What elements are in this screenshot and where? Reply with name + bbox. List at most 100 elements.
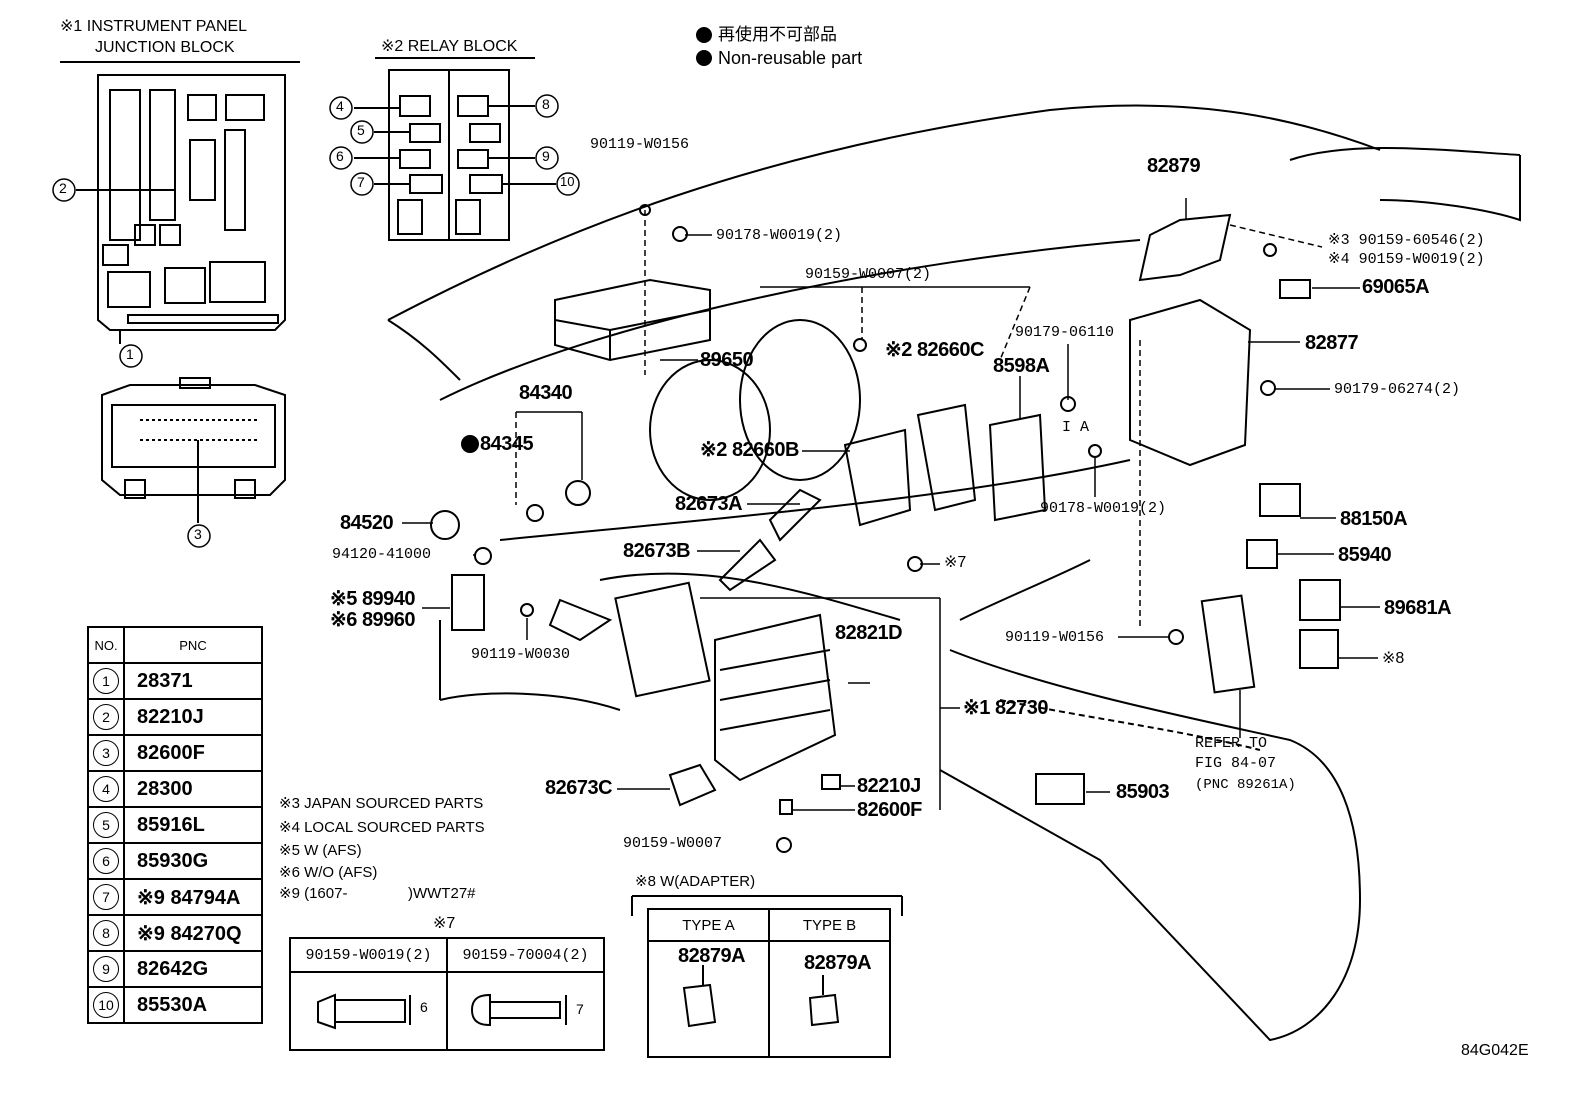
pnc-row-number-circle: 8 [93, 920, 119, 946]
callout-3: 3 [194, 526, 202, 542]
callout-4: 4 [336, 98, 344, 114]
pnc-row-value: 85916L [123, 806, 263, 844]
adapter-col-1: TYPE A [647, 908, 770, 942]
part-85940: 85940 [1338, 544, 1392, 566]
non-reusable-dot-icon [461, 435, 479, 453]
part-82673A: 82673A [675, 493, 743, 515]
callout-1: 1 [126, 346, 134, 362]
part-84520: 84520 [340, 512, 394, 534]
relay-block-drawing [354, 57, 556, 241]
mark-7: ※7 [944, 554, 967, 571]
part-90159-W0007: 90159-W0007 [623, 835, 723, 852]
part-90159-W0007-2: 90159-W0007(2) [805, 266, 932, 283]
adapter-col-2: TYPE B [768, 908, 891, 942]
part-82673B: 82673B [623, 540, 691, 562]
fastener-dim-1: 6 [420, 999, 428, 1015]
pnc-row-number: 1 [87, 662, 125, 700]
ip-junction-title-1: ※1 INSTRUMENT PANEL [60, 18, 248, 35]
part-82600F: 82600F [857, 799, 922, 821]
part-84345: 84345 [480, 433, 534, 455]
part-8598A: 8598A [993, 355, 1050, 377]
pnc-row-value: 85930G [123, 842, 263, 880]
pnc-row-number: 3 [87, 734, 125, 772]
note-9a: ※9 (1607- [279, 885, 348, 902]
fastener-col-2: 90159-70004(2) [446, 937, 605, 973]
legend-en: Non-reusable part [718, 48, 863, 68]
callout-8: 8 [542, 96, 550, 112]
ip-junction-title-2: JUNCTION BLOCK [95, 39, 235, 56]
part-89940: ※5 89940 [330, 588, 416, 610]
part-90179-06110: 90179-06110 [1015, 324, 1115, 341]
part-90178-W0019-top: 90178-W0019(2) [716, 227, 843, 244]
callout-9: 9 [542, 148, 550, 164]
note-3: ※3 JAPAN SOURCED PARTS [279, 795, 484, 812]
part-90159-60546: ※3 90159-60546(2) [1328, 232, 1485, 249]
pnc-row-number: 5 [87, 806, 125, 844]
legend-dot-icon [696, 50, 712, 66]
part-90159-W0019: ※4 90159-W0019(2) [1328, 251, 1485, 268]
part-82673C: 82673C [545, 777, 613, 799]
part-82877: 82877 [1305, 332, 1359, 354]
pnc-row: 7※9 84794A [87, 878, 263, 916]
callout-2: 2 [59, 180, 67, 196]
part-69065A: 69065A [1362, 276, 1430, 298]
refer-line-3: (PNC 89261A) [1195, 777, 1296, 793]
pnc-table-header-pnc: PNC [123, 626, 263, 664]
pnc-row-value: 28300 [123, 770, 263, 808]
pnc-row-value: 82600F [123, 734, 263, 772]
refer-line-1: REFER TO [1195, 735, 1268, 752]
pnc-row-number: 4 [87, 770, 125, 808]
label-IA: I A [1062, 419, 1090, 436]
dashboard-outline [387, 104, 1521, 1042]
callout-5: 5 [357, 122, 365, 138]
adapter-table: TYPE A TYPE B [647, 908, 891, 1058]
pnc-table-header-no: NO. [87, 626, 125, 664]
pnc-row-number: 6 [87, 842, 125, 880]
pnc-row-number-circle: 5 [93, 812, 119, 838]
pnc-row-number-circle: 6 [93, 848, 119, 874]
pnc-row-value: 28371 [123, 662, 263, 700]
pnc-row-number-circle: 3 [93, 740, 119, 766]
callout-circles [52, 94, 580, 548]
part-84340: 84340 [519, 382, 573, 404]
junction-block-drawing [60, 61, 300, 344]
pnc-row-value: ※9 84270Q [123, 914, 263, 952]
pnc-row-number-circle: 1 [93, 668, 119, 694]
part-82730: ※1 82730 [963, 697, 1049, 719]
legend-dot-icon [696, 27, 712, 43]
pnc-row-number: 7 [87, 878, 125, 916]
fastener-col-1: 90159-W0019(2) [289, 937, 448, 973]
pnc-row-number: 8 [87, 914, 125, 952]
fastener-dim-2: 7 [576, 1001, 584, 1017]
refer-line-2: FIG 84-07 [1195, 755, 1277, 772]
mark-8: ※8 [1382, 650, 1405, 667]
part-82821D: 82821D [835, 622, 903, 644]
part-90119-W0156-top: 90119-W0156 [590, 136, 690, 153]
callout-6: 6 [336, 148, 344, 164]
part-82210J: 82210J [857, 775, 921, 797]
fastener-table-title: ※7 [433, 915, 456, 932]
fastener-cell-2 [446, 971, 605, 1051]
pnc-row-value: ※9 84794A [123, 878, 263, 916]
adapter-part-2: 82879A [804, 952, 872, 974]
fastener-cell-1 [289, 971, 448, 1051]
pnc-row-number-circle: 9 [93, 956, 119, 982]
pnc-row-value: 82210J [123, 698, 263, 736]
note-9b: )WWT27# [408, 885, 476, 902]
part-88150A: 88150A [1340, 508, 1408, 530]
legend-jp: 再使用不可部品 [718, 25, 837, 44]
part-94120-41000: 94120-41000 [332, 546, 432, 563]
part-90178-W0019-mid: 90178-W0019(2) [1040, 500, 1167, 517]
part-90119-W0030: 90119-W0030 [471, 646, 571, 663]
pnc-row-value: 82642G [123, 950, 263, 988]
fastener-table: 90159-W0019(2) 90159-70004(2) [289, 937, 605, 1051]
part-89650: 89650 [700, 349, 754, 371]
note-5: ※5 W (AFS) [279, 842, 362, 859]
